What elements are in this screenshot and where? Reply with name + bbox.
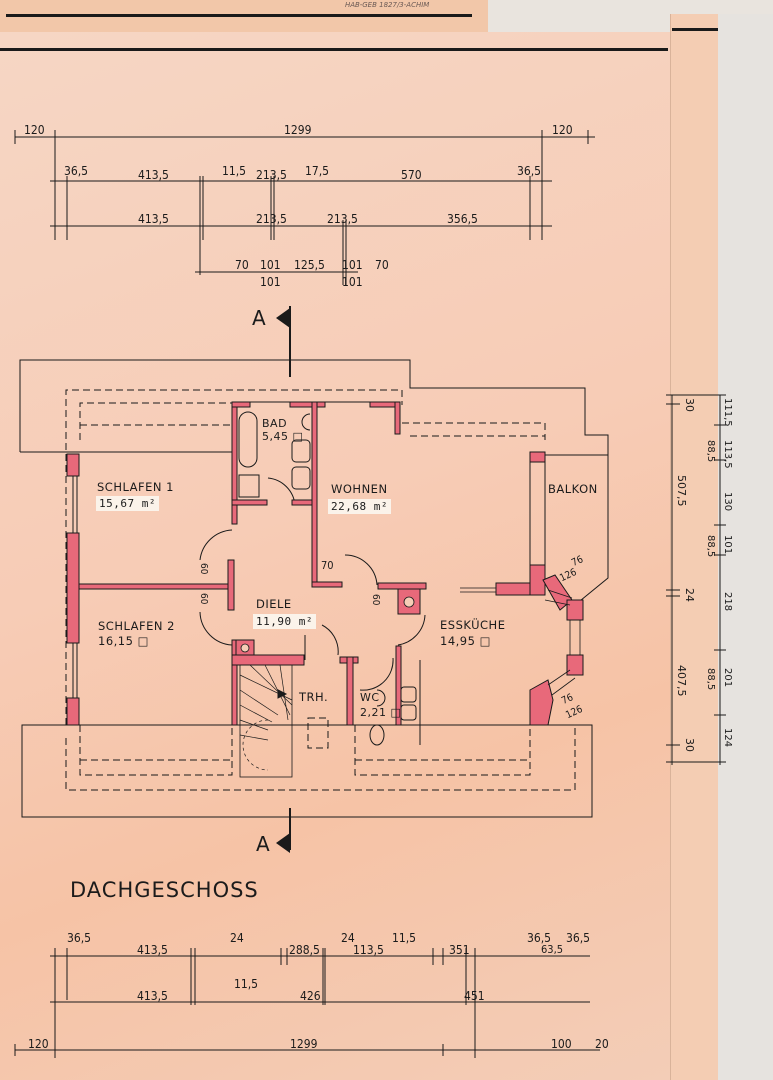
dim-right-inner: 113,5 [722, 440, 733, 469]
dim-bottom-r1: 413,5 [137, 943, 168, 957]
dim-right-inner: 201 [722, 668, 733, 688]
dim-top-r1: 413,5 [138, 168, 169, 182]
dim-top-r3: 70 [235, 258, 249, 272]
dim-right-inner: 88,5 [705, 440, 716, 463]
dim-top-overall-left: 120 [24, 123, 45, 137]
room-label-bad: BAD [262, 417, 288, 430]
dim-top-r3-lower: 101 [342, 275, 363, 289]
dim-bottom-r2: 11,5 [234, 977, 259, 991]
dim-bottom-overall-left: 120 [28, 1037, 49, 1051]
dim-right-inner: 124 [722, 728, 733, 748]
dim-top-r1: 570 [401, 168, 422, 182]
dim-top-r1: 36,5 [517, 164, 542, 178]
dim-bottom-r1: 36,5 [527, 931, 552, 945]
dim-bottom-overall-end: 20 [595, 1037, 609, 1051]
dim-bottom-overall-main: 1299 [290, 1037, 318, 1051]
room-area-schlafen-1: 15,67 m² [96, 496, 159, 511]
dim-top-r3: 101 [260, 258, 281, 272]
dim-right-inner: 88,5 [705, 535, 716, 558]
dim-top-r3: 70 [375, 258, 389, 272]
room-label-diele: DIELE [256, 597, 292, 611]
room-label-treppenhaus: TRH. [299, 690, 329, 704]
dim-top-r2: 213,5 [327, 212, 358, 226]
dim-right-outer: 30 [683, 738, 696, 752]
dim-right-outer: 407,5 [675, 665, 688, 697]
dim-top-r1: 36,5 [64, 164, 89, 178]
dim-bottom-r1: 113,5 [353, 943, 384, 957]
dim-right-inner: 218 [722, 592, 733, 612]
sheet-border-line [672, 28, 740, 31]
dim-bottom-r2: 426 [300, 989, 321, 1003]
dim-right-inner: 130 [722, 492, 733, 512]
dim-bottom-r1: 24 [230, 931, 244, 945]
dim-top-overall-right: 120 [552, 123, 573, 137]
sheet-border-line [6, 14, 472, 17]
room-label-balkon: BALKON [548, 482, 598, 496]
dim-top-r1: 17,5 [305, 164, 330, 178]
room-label-schlafen-1: SCHLAFEN 1 [97, 480, 174, 494]
dim-top-r2: 356,5 [447, 212, 478, 226]
room-area-esskueche: 14,95 □ [440, 634, 491, 648]
dim-right-outer: 507,5 [675, 475, 688, 507]
dim-bottom-r1: 36,5 [67, 931, 92, 945]
dim-bottom-r2: 451 [464, 989, 485, 1003]
room-area-wohnen: 22,68 m² [328, 499, 391, 514]
dim-top-r1: 11,5 [222, 164, 247, 178]
dim-top-r3: 101 [342, 258, 363, 272]
dim-door-diele-lower: 60 [198, 593, 209, 605]
dim-right-outer: 30 [683, 398, 696, 412]
floor-plan-sheet [0, 32, 670, 1080]
room-area-wc: 2,21 □ [360, 706, 402, 719]
background-surface [718, 14, 773, 1080]
dim-top-r1: 213,5 [256, 168, 287, 182]
dim-right-outer: 24 [683, 588, 696, 602]
room-area-bad: 5,45 □ [262, 430, 304, 443]
dim-bottom-r1: 288,5 [289, 943, 320, 957]
room-label-wc: WC [360, 691, 380, 704]
dim-right-inner: 111,5 [722, 398, 733, 427]
dim-top-overall-main: 1299 [284, 123, 312, 137]
room-label-esskueche: ESSKÜCHE [440, 618, 506, 632]
dim-bottom-r1: 351 [449, 943, 470, 957]
section-marker-top: A [252, 306, 266, 330]
room-area-diele: 11,90 m² [253, 614, 316, 629]
dim-bottom-r1: 63,5 [541, 943, 564, 956]
section-marker-bottom: A [256, 832, 270, 856]
drawing-title: DACHGESCHOSS [70, 878, 259, 902]
sheet-border-line [0, 48, 668, 51]
dim-top-r3: 125,5 [294, 258, 325, 272]
sheet-stamp: HAB-GEB 1827/3-ACHIM [345, 1, 430, 9]
dim-bottom-r1: 11,5 [392, 931, 417, 945]
room-label-schlafen-2: SCHLAFEN 2 [98, 619, 175, 633]
dim-door-kueche: 60 [370, 594, 381, 606]
room-label-wohnen: WOHNEN [331, 482, 388, 496]
dim-bottom-r1: 24 [341, 931, 355, 945]
room-area-schlafen-2: 16,15 □ [98, 634, 149, 648]
dim-bottom-r2: 413,5 [137, 989, 168, 1003]
dim-right-inner: 101 [722, 535, 733, 555]
dim-bottom-r1: 36,5 [566, 931, 591, 945]
dim-top-r2: 413,5 [138, 212, 169, 226]
dim-top-r2: 213,5 [256, 212, 287, 226]
dim-top-r3-lower: 101 [260, 275, 281, 289]
dim-bottom-overall-right: 100 [551, 1037, 572, 1051]
dim-right-inner: 88,5 [705, 668, 716, 691]
dim-door-wohnen: 70 [321, 559, 334, 572]
dim-door-diele-upper: 60 [198, 563, 209, 575]
